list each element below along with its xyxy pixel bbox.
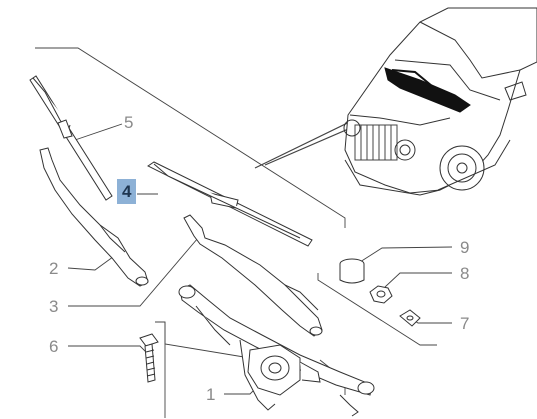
- part-3-wiper-arm-right: [183, 214, 323, 337]
- leader-line-5: [74, 123, 123, 141]
- callout-4-highlighted: 4: [117, 179, 137, 204]
- leader-line-6: [68, 345, 149, 355]
- callout-3: 3: [49, 297, 59, 316]
- callout-7: 7: [460, 314, 470, 333]
- leader-line-2: [67, 253, 118, 271]
- leader-line-8: [384, 272, 452, 288]
- part-8-nut: [369, 285, 393, 304]
- callout-9: 9: [460, 238, 470, 257]
- callout-5: 5: [124, 113, 134, 132]
- callout-1: 1: [206, 385, 216, 404]
- part-7-seal: [399, 309, 421, 327]
- part-5-wiper-blade-left: [29, 75, 113, 201]
- part-1-wiper-motor-linkage: [178, 284, 375, 417]
- callout-8: 8: [460, 264, 470, 283]
- leader-line-3: [68, 237, 199, 307]
- part-2-wiper-arm-left: [39, 147, 149, 287]
- callout-6: 6: [49, 337, 59, 356]
- part-4-wiper-blade-right: [147, 161, 313, 247]
- vehicle-illustration: [343, 7, 537, 196]
- frame-line-right: [317, 273, 437, 346]
- frame-line-top: [35, 47, 346, 228]
- part-6-bolt: [139, 333, 159, 383]
- callout-2: 2: [49, 259, 59, 278]
- leader-line-9: [359, 246, 453, 263]
- part-9-cap: [339, 258, 365, 284]
